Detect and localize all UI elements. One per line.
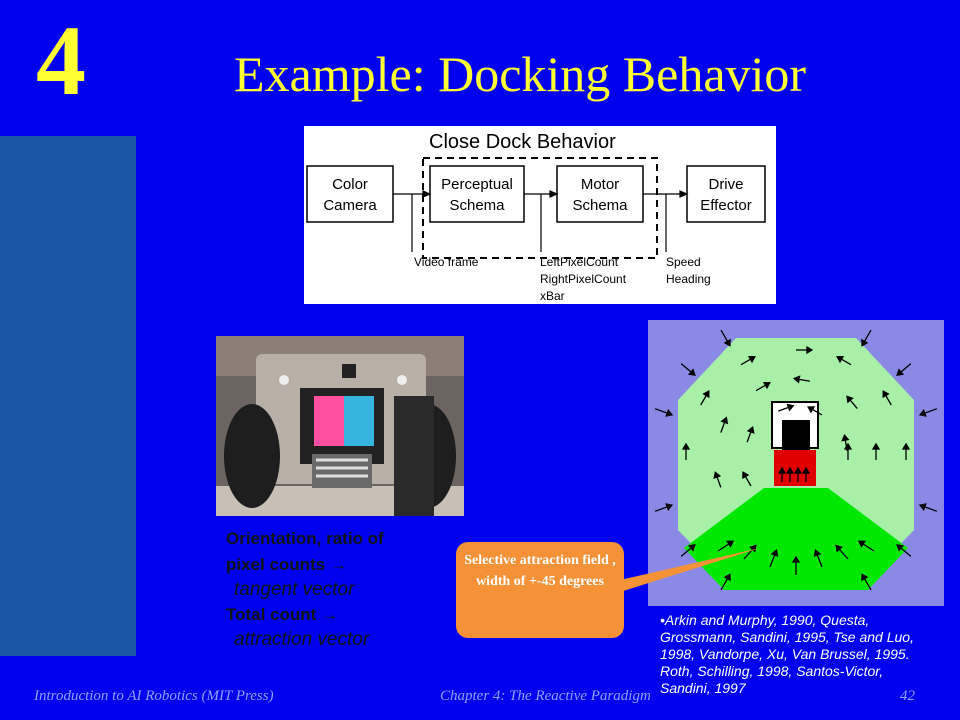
field-vector-arrowhead — [918, 409, 927, 417]
field-vector-arrowhead — [726, 540, 735, 548]
selective-field-callout: Selective attraction field , width of +-… — [456, 542, 624, 638]
field-vector-arrowhead — [806, 345, 814, 355]
footer-book-title: Introduction to AI Robotics (MIT Press) — [34, 688, 274, 704]
caption-line-attraction-vector: attraction vector — [234, 629, 370, 650]
field-vector-arrowhead — [871, 442, 881, 450]
field-vector-arrowhead — [896, 544, 905, 552]
signal-xbar: xBar — [540, 289, 565, 303]
box-color-camera-line2: Camera — [323, 197, 377, 214]
field-vector-arrowhead — [681, 442, 691, 450]
robot-red-icon — [774, 450, 816, 486]
field-vector-arrowhead — [792, 375, 801, 384]
field-vector-arrowhead — [793, 466, 803, 474]
signal-left-pixel-count: LeftPixelCount — [540, 255, 619, 269]
diagram-title: Close Dock Behavior — [429, 131, 616, 153]
box-perceptual-schema: Perceptual Schema — [429, 165, 525, 223]
signal-speed: Speed — [666, 255, 701, 269]
footer-page-number: 42 — [900, 688, 915, 704]
diagram-arrows — [393, 190, 689, 252]
field-vector-arrowhead — [896, 368, 905, 376]
field-vector-arrowhead — [702, 390, 710, 399]
box-motor-schema-line2: Schema — [572, 197, 628, 214]
behavior-diagram: Close Dock Behavior Color Camera Percept… — [304, 126, 776, 304]
field-vector-arrowhead — [665, 409, 674, 417]
field-vector-arrowhead — [807, 406, 816, 414]
field-vector-arrowhead — [901, 442, 911, 450]
field-vector-arrowhead — [785, 466, 795, 474]
field-vector-arrowhead — [665, 503, 674, 511]
field-vector-arrowhead — [723, 338, 731, 347]
field-vector-arrowhead — [742, 471, 750, 480]
field-vector-arrowhead — [835, 544, 843, 553]
field-vector-arrowhead — [882, 390, 890, 399]
field-vector-arrowhead — [720, 416, 729, 425]
box-drive-effector-line1: Drive — [708, 176, 743, 193]
field-vector-arrowhead — [762, 381, 771, 390]
box-perceptual-schema-line2: Schema — [449, 197, 505, 214]
box-color-camera: Color Camera — [306, 165, 394, 223]
box-drive-effector: Drive Effector — [686, 165, 766, 223]
field-vector-arrowhead — [801, 466, 811, 474]
field-vector-arrowhead — [770, 549, 779, 557]
signal-video-frame: Video frame — [414, 255, 479, 269]
field-vector-arrowhead — [786, 403, 795, 412]
chapter-number: 4 — [36, 5, 86, 116]
field-vector-arrowhead — [918, 503, 927, 511]
field-vector-arrowhead — [777, 466, 787, 474]
caption-line-pixel-counts: pixel counts → — [226, 555, 347, 574]
behavior-diagram-svg: Close Dock Behavior Color Camera Percept… — [306, 131, 766, 303]
box-motor-schema-line1: Motor — [581, 176, 619, 193]
sidebar-decoration — [0, 136, 136, 656]
reference-list: •Arkin and Murphy, 1990, Questa, Grossma… — [660, 612, 914, 696]
field-vector-arrowhead — [813, 549, 822, 557]
behavior-boundary — [422, 157, 658, 259]
field-vector-arrowhead — [747, 355, 756, 364]
field-vector-arrowhead — [861, 573, 869, 582]
box-drive-effector-line2: Effector — [700, 197, 751, 214]
field-vector-arrowhead — [791, 555, 801, 563]
attraction-field-plot — [648, 320, 944, 606]
field-vector-arrowhead — [841, 433, 850, 442]
field-vector-arrowhead — [746, 425, 755, 434]
field-vector-arrowhead — [861, 338, 869, 347]
box-motor-schema: Motor Schema — [556, 165, 644, 223]
caption-line-tangent-vector: tangent vector — [234, 579, 355, 600]
footer-chapter: Chapter 4: The Reactive Paradigm — [440, 688, 651, 704]
field-vector-arrowhead — [713, 471, 722, 480]
dock-opening-icon — [782, 420, 810, 450]
field-vector-arrowhead — [846, 395, 854, 404]
caption-line-total-count: Total count → — [226, 605, 339, 624]
robot-photo — [216, 336, 464, 516]
box-perceptual-schema-line1: Perceptual — [441, 176, 513, 193]
field-vector-arrowhead — [687, 368, 696, 376]
orientation-caption: Orientation, ratio of pixel counts → tan… — [226, 526, 446, 652]
signal-right-pixel-count: RightPixelCount — [540, 272, 627, 286]
field-vector-arrowhead — [857, 540, 866, 548]
caption-line-orientation: Orientation, ratio of — [226, 529, 384, 548]
field-vector-arrowhead — [836, 355, 845, 364]
signal-heading: Heading — [666, 272, 711, 286]
field-vectors — [654, 329, 938, 591]
slide-title: Example: Docking Behavior — [234, 46, 807, 102]
box-color-camera-line1: Color — [332, 176, 368, 193]
